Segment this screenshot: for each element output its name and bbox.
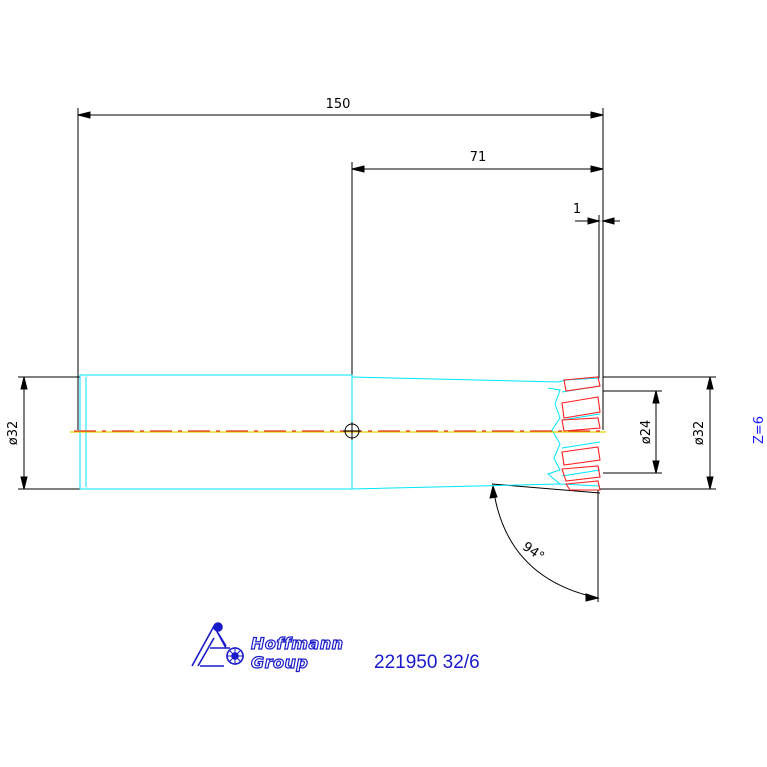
dim-d24-label: ø24 <box>639 420 654 445</box>
angle-arrow-end <box>585 593 600 602</box>
tooth-4 <box>561 446 601 466</box>
dim-d24-arrow-bottom <box>652 460 660 474</box>
dim-d32-right-label: ø32 <box>692 421 707 446</box>
cutting-teeth <box>561 376 601 491</box>
dim-d24-arrow-top <box>652 390 660 404</box>
angle-label: 94° <box>519 539 546 565</box>
dim-d32-left-arrow-top <box>20 376 28 390</box>
dim-71-arrow-right <box>590 165 604 173</box>
tooth-1 <box>563 376 601 392</box>
centerline <box>70 422 606 440</box>
dimension-lines <box>18 108 716 602</box>
logo-line2: Group <box>251 653 308 672</box>
logo-line1: Hoffmann <box>251 634 344 653</box>
dim-d32-left-label: ø32 <box>6 421 21 446</box>
dim-150-arrow-left <box>77 111 91 119</box>
dim-1-arrow-left <box>587 217 601 225</box>
tooth-3 <box>561 417 601 432</box>
tooth-2 <box>561 396 601 419</box>
dim-1-arrow-right <box>601 217 615 225</box>
part-number: 221950 32/6 <box>374 652 480 673</box>
dim-150-arrow-right <box>590 111 604 119</box>
dim-d32-right-arrow-top <box>706 376 714 390</box>
dim-1-label: 1 <box>573 202 581 217</box>
dim-d32-left-arrow-bottom <box>20 476 28 490</box>
angle-arrow-start <box>489 484 498 499</box>
dim-d32-right-arrow-bottom <box>706 476 714 490</box>
hoffmann-group-logo: Hoffmann Group <box>191 622 344 673</box>
dim-71-label: 71 <box>470 150 487 165</box>
tooth-5 <box>561 465 601 482</box>
dim-71-arrow-left <box>351 165 365 173</box>
tooth-count-label: Z=6 <box>752 416 767 444</box>
dim-150-label: 150 <box>326 97 351 112</box>
body-outline <box>351 376 561 490</box>
angle-arc <box>492 485 599 599</box>
tooth-6 <box>565 480 601 491</box>
logo-symbol-icon <box>191 622 244 667</box>
